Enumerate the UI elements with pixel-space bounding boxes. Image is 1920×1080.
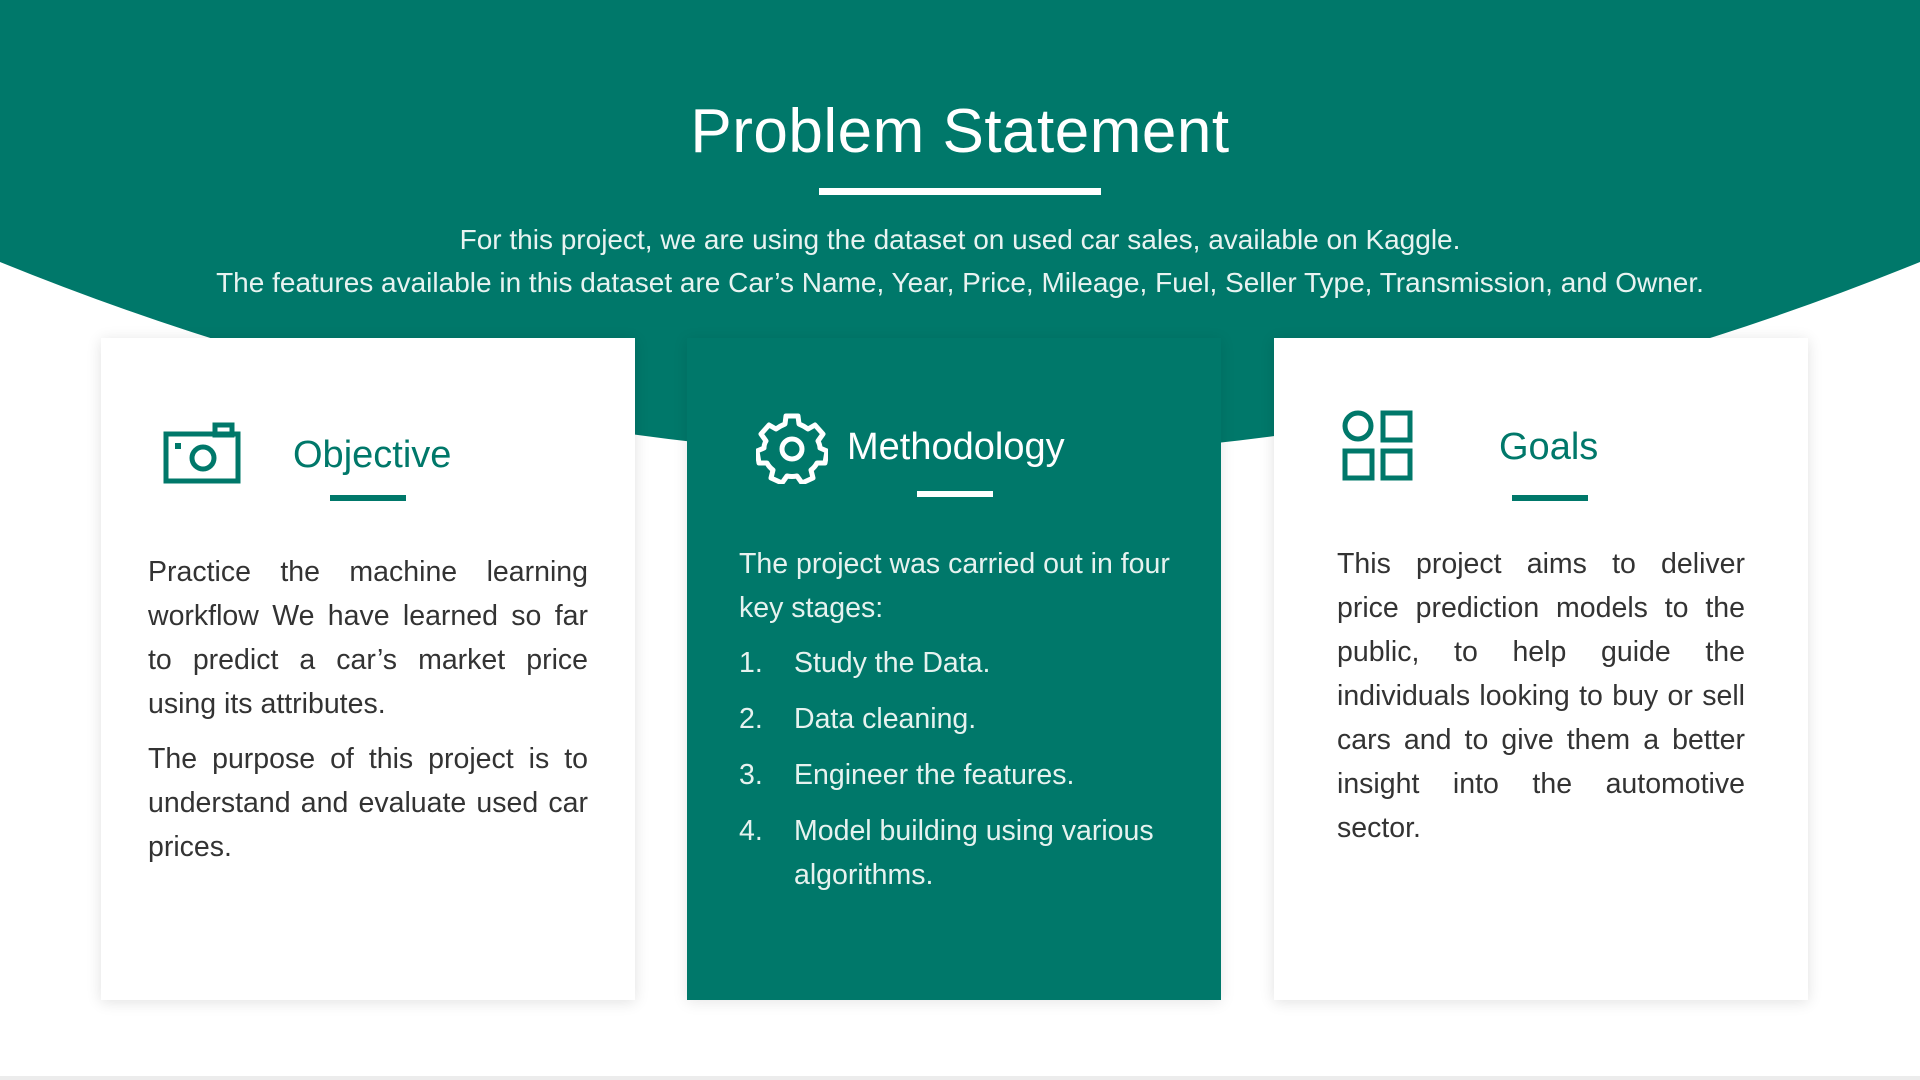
stage-text: Data cleaning. — [794, 703, 977, 735]
objective-title: Objective — [293, 434, 452, 476]
intro-text: For this project, we are using the datas… — [0, 218, 1920, 304]
intro-line: For this project, we are using the datas… — [459, 224, 1461, 255]
stage-number: 2. — [739, 703, 763, 735]
camera-icon — [163, 422, 241, 484]
gear-icon — [756, 413, 828, 484]
stage-item: 3. Engineer the features. — [739, 753, 1189, 797]
goals-underline — [1512, 495, 1588, 501]
objective-paragraph: Practice the machine learning workflow W… — [148, 556, 588, 720]
goals-paragraph: This project aims to deliver price predi… — [1337, 548, 1745, 844]
objective-card: Objective Practice the machine learning … — [101, 338, 635, 1000]
objective-underline — [330, 495, 406, 501]
stage-item: 4. Model building using various algorith… — [739, 809, 1189, 897]
methodology-body: The project was carried out in four key … — [739, 542, 1189, 909]
page-title: Problem Statement — [690, 97, 1230, 166]
goals-body: This project aims to deliver price predi… — [1337, 542, 1745, 861]
stage-number: 3. — [739, 759, 763, 791]
goals-title: Goals — [1499, 426, 1599, 468]
stage-text: Study the Data. — [794, 647, 991, 679]
stage-item: 2. Data cleaning. — [739, 697, 1189, 741]
objective-body: Practice the machine learning workflow W… — [148, 550, 588, 880]
stage-number: 1. — [739, 647, 763, 679]
stage-number: 4. — [739, 815, 763, 847]
methodology-intro: The project was carried out in four key … — [739, 548, 1170, 624]
stages-list: 1. Study the Data. 2. Data cleaning. 3. … — [739, 641, 1189, 897]
grid-apps-icon — [1342, 410, 1413, 481]
methodology-underline — [917, 491, 993, 497]
stage-item: 1. Study the Data. — [739, 641, 1189, 685]
methodology-title: Methodology — [847, 426, 1065, 468]
goals-card: Goals This project aims to deliver price… — [1274, 338, 1808, 1000]
title-underline — [819, 188, 1101, 195]
methodology-card: Methodology The project was carried out … — [687, 338, 1221, 1000]
intro-line: The features available in this dataset a… — [216, 267, 1704, 298]
bottom-divider — [0, 1076, 1920, 1080]
stage-text: Model building using various algorithms. — [794, 815, 1154, 891]
objective-paragraph: The purpose of this project is to unders… — [148, 743, 588, 863]
stage-text: Engineer the features. — [794, 759, 1075, 791]
